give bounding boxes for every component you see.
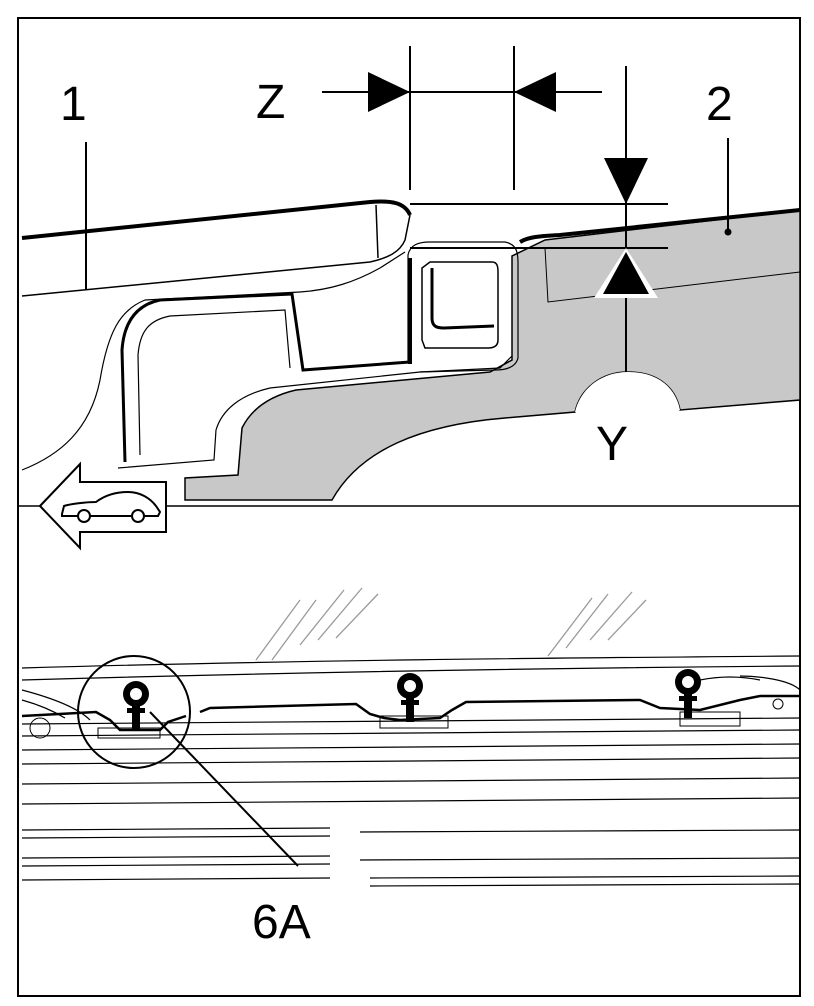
bracket-lower-rim — [117, 355, 513, 469]
frame-hole — [772, 698, 784, 710]
dimension-z-label: Z — [256, 76, 285, 129]
part-2-shape — [184, 209, 801, 501]
outer-frame — [17, 17, 801, 997]
car-forward-arrow-icon — [38, 461, 167, 551]
bracket-outline — [21, 251, 406, 471]
frame-hole-left — [29, 717, 51, 739]
bracket-pad-3 — [679, 711, 741, 727]
y-label-mask — [575, 372, 680, 412]
part-2-label: 2 — [706, 78, 733, 131]
bracket-body — [120, 292, 411, 463]
top-panel: 1 2 Z Y — [21, 46, 801, 551]
part-1-label: 1 — [60, 78, 87, 131]
clip-window-inner — [430, 268, 495, 330]
part-1-end-face — [375, 204, 379, 259]
clip-window — [421, 261, 499, 349]
bracket-inner — [137, 309, 291, 456]
part-2-top-edge — [518, 208, 801, 244]
dimension-z — [322, 46, 602, 190]
part-2-leader-dot — [724, 228, 732, 236]
fastener-6a-leader — [149, 711, 299, 867]
glass-hatch — [255, 587, 647, 661]
part-2-inner-face — [544, 247, 801, 303]
frame-lines — [21, 655, 801, 887]
part-1-outline — [21, 214, 411, 297]
bracket-pad-2 — [379, 715, 449, 729]
screw-icon — [675, 669, 701, 718]
rail-seal — [21, 694, 800, 732]
fastener-6a-label: 6A — [252, 896, 311, 949]
dimension-y — [410, 66, 668, 372]
screw-icon — [123, 681, 149, 730]
bottom-panel: 6A — [21, 587, 801, 949]
detail-circle — [77, 655, 191, 769]
part-1-top-edge — [21, 199, 412, 240]
screw-icon — [397, 673, 423, 722]
dimension-y-label: Y — [596, 418, 628, 471]
